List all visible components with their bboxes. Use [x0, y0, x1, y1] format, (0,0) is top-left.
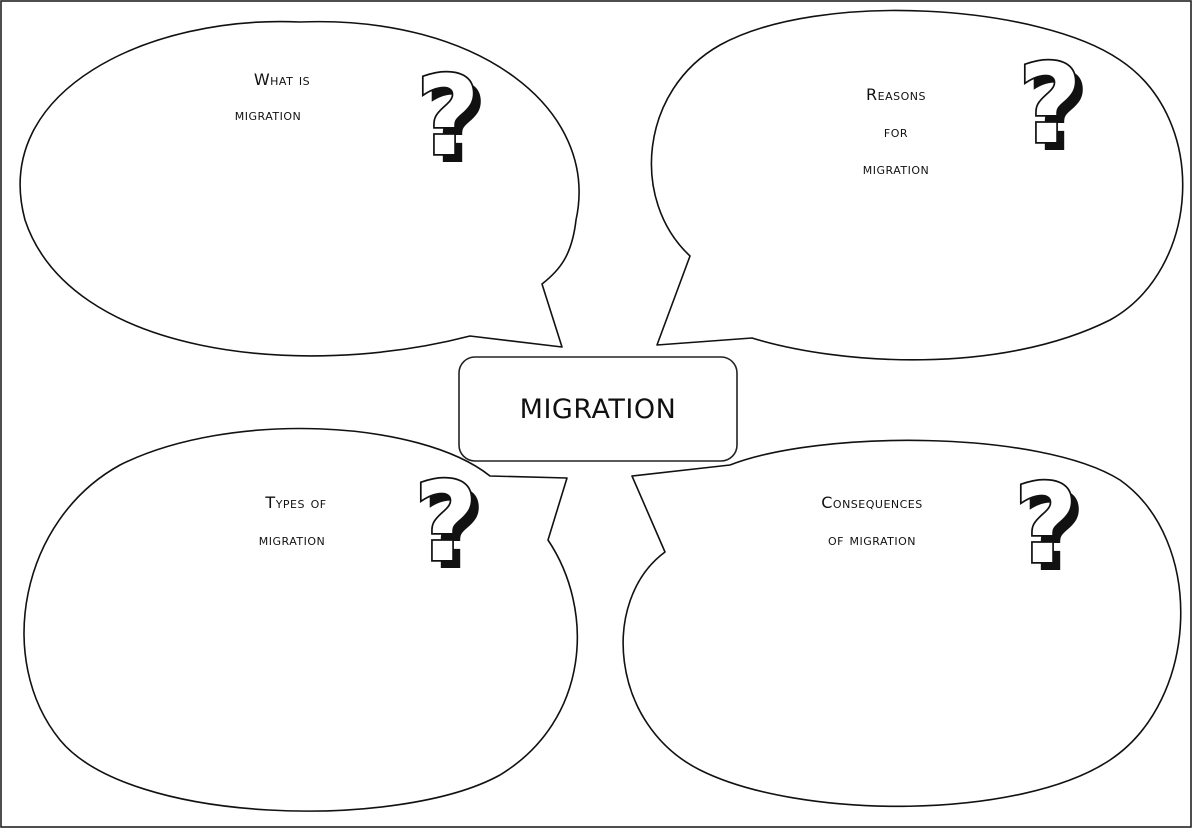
svg-text:?: ?	[1014, 460, 1078, 588]
bubble-title-line-1: What is	[254, 70, 310, 89]
bubble-what-is-migration: What is migration ? ?	[19, 20, 580, 357]
bubble-title-line-1: Types of	[264, 493, 326, 512]
center-topic: MIGRATION	[458, 356, 738, 462]
svg-text:?: ?	[1026, 48, 1090, 176]
bubble-types-of-migration: Types of migration ? ?	[23, 427, 579, 812]
speech-bubble-shape	[23, 427, 579, 812]
bubble-title-line-3: migration	[863, 159, 929, 178]
bubble-title-line-1: Consequences	[821, 493, 923, 512]
question-mark-icon: ? ?	[1012, 458, 1086, 596]
svg-text:?: ?	[1022, 468, 1086, 596]
svg-text:?: ?	[416, 52, 480, 180]
bubble-title-line-2: migration	[259, 530, 325, 549]
svg-text:?: ?	[1018, 40, 1082, 168]
speech-bubble-shape	[19, 20, 580, 357]
speech-bubble-shape	[650, 9, 1184, 361]
question-mark-icon: ? ?	[1016, 38, 1090, 176]
bubble-title-line-2: migration	[235, 105, 301, 124]
bubble-title-line-2: for	[884, 122, 908, 141]
bubble-consequences-of-migration: Consequences of migration ? ?	[622, 439, 1182, 808]
question-mark-icon: ? ?	[414, 50, 488, 188]
question-mark-icon: ? ?	[412, 456, 486, 594]
svg-text:?: ?	[414, 458, 478, 586]
svg-text:?: ?	[424, 60, 488, 188]
speech-bubble-shape	[622, 439, 1182, 808]
bubble-reasons-for-migration: Reasons for migration ? ?	[650, 9, 1184, 361]
bubble-title-line-2: of migration	[828, 530, 916, 549]
svg-text:?: ?	[422, 466, 486, 594]
center-topic-box	[458, 356, 738, 462]
bubble-title-line-1: Reasons	[866, 85, 926, 104]
center-topic-label: MIGRATION	[520, 394, 677, 425]
